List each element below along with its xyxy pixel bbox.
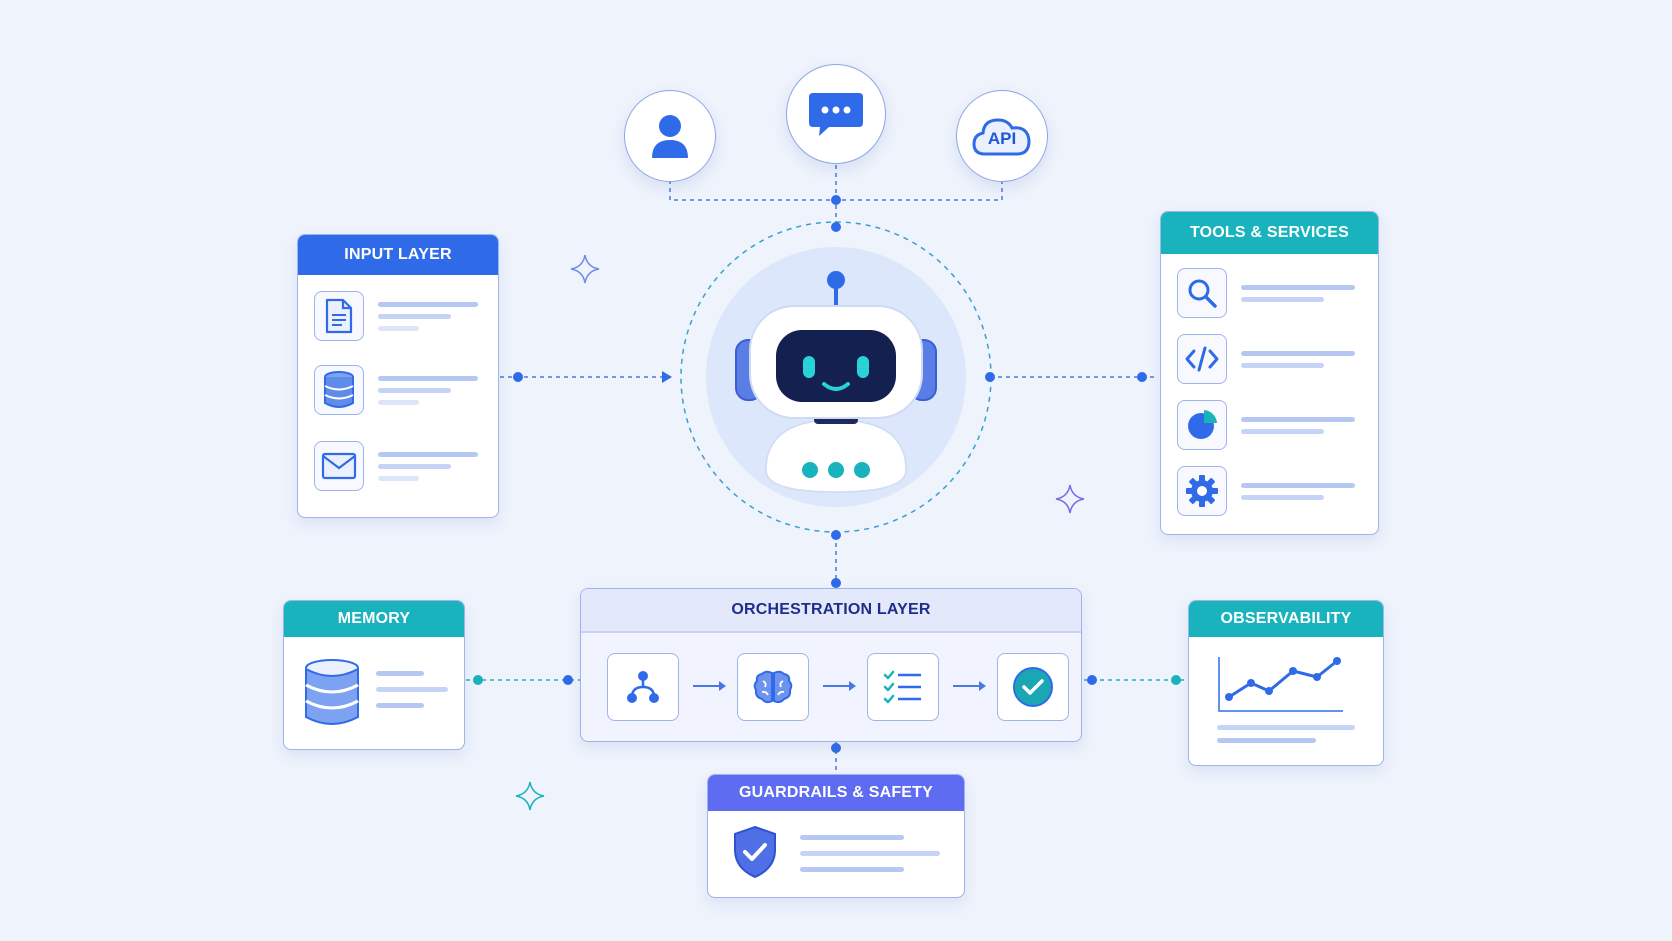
checklist-icon xyxy=(867,653,939,721)
user-node xyxy=(624,90,716,182)
tools-services-card: TOOLS & SERVICES xyxy=(1160,211,1379,535)
placeholder-lines xyxy=(378,295,480,338)
api-node: API xyxy=(956,90,1048,182)
database-icon xyxy=(314,365,364,415)
document-icon xyxy=(314,291,364,341)
line-chart-icon xyxy=(1217,655,1347,717)
orchestration-layer-title: ORCHESTRATION LAYER xyxy=(581,589,1081,633)
arrow-right-icon xyxy=(823,679,857,693)
cloud-icon: API xyxy=(971,114,1033,158)
robot-icon xyxy=(726,260,946,500)
placeholder-lines xyxy=(1241,344,1360,375)
placeholder-lines xyxy=(1241,476,1360,507)
code-icon xyxy=(1177,334,1227,384)
observability-card: OBSERVABILITY xyxy=(1188,600,1384,766)
check-circle-icon xyxy=(997,653,1069,721)
placeholder-lines xyxy=(800,835,940,872)
input-layer-card: INPUT LAYER xyxy=(297,234,499,518)
input-layer-title: INPUT LAYER xyxy=(298,235,498,275)
sparkle-icon xyxy=(570,254,600,284)
sparkle-icon xyxy=(1055,484,1085,514)
arrow-right-icon xyxy=(693,679,727,693)
memory-card: MEMORY xyxy=(283,600,465,750)
api-label: API xyxy=(987,129,1017,148)
brain-icon xyxy=(737,653,809,721)
shield-check-icon xyxy=(732,825,778,879)
pie-chart-icon xyxy=(1177,400,1227,450)
hierarchy-icon xyxy=(607,653,679,721)
guardrails-safety-card: GUARDRAILS & SAFETY xyxy=(707,774,965,898)
gear-icon xyxy=(1177,466,1227,516)
user-icon xyxy=(648,112,692,160)
placeholder-lines xyxy=(1241,278,1360,309)
chat-node xyxy=(786,64,886,164)
placeholder-lines xyxy=(1241,410,1360,441)
observability-title: OBSERVABILITY xyxy=(1189,601,1383,637)
orchestration-layer-card: ORCHESTRATION LAYER xyxy=(580,588,1082,742)
search-icon xyxy=(1177,268,1227,318)
chat-icon xyxy=(807,89,865,139)
placeholder-lines xyxy=(378,369,480,412)
placeholder-lines xyxy=(378,445,480,488)
tools-services-title: TOOLS & SERVICES xyxy=(1161,212,1378,254)
placeholder-lines xyxy=(376,671,448,708)
mail-icon xyxy=(314,441,364,491)
arrow-right-icon xyxy=(953,679,987,693)
guardrails-safety-title: GUARDRAILS & SAFETY xyxy=(708,775,964,811)
placeholder-lines xyxy=(1217,725,1355,743)
memory-title: MEMORY xyxy=(284,601,464,637)
database-icon xyxy=(303,659,361,729)
sparkle-icon xyxy=(515,781,545,811)
